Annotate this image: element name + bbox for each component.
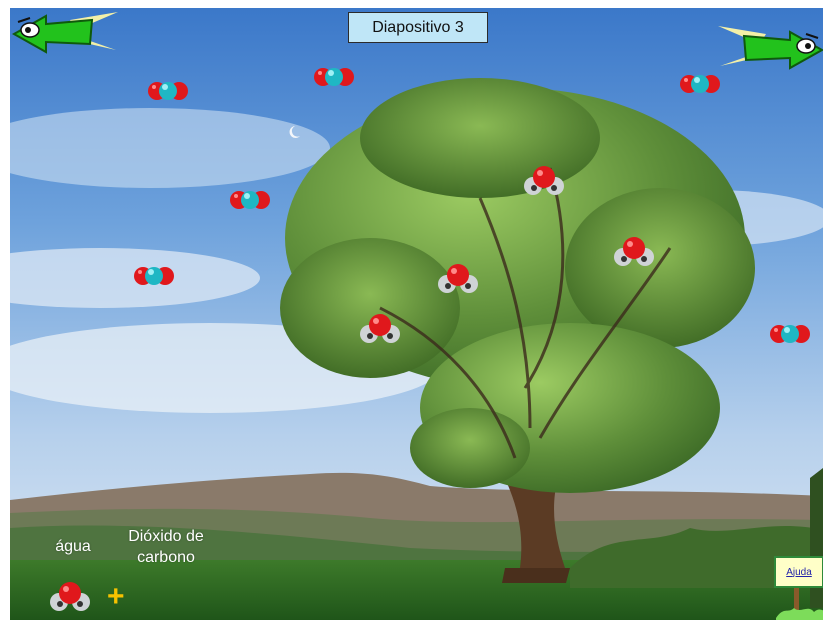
co2-molecule[interactable] [314,66,354,88]
plus-sign: + [107,580,125,613]
co2-label: Dióxido de carbono [118,526,214,568]
co2-molecule-icon [314,68,354,86]
co2-molecule[interactable] [148,80,188,102]
co2-molecule[interactable] [230,189,270,211]
water-molecule-icon [614,237,654,266]
co2-molecule-icon [148,82,188,100]
water-molecule-icon [360,314,400,343]
co2-molecule-icon [134,267,174,285]
co2-label-line2: carbono [137,549,195,566]
legend-water-molecule [50,582,90,611]
help-button[interactable]: Ajuda [774,556,823,620]
co2-molecule[interactable] [680,73,720,95]
water-molecule[interactable] [438,262,478,296]
water-molecule-icon [524,166,564,195]
co2-molecule-icon [230,191,270,209]
back-arrow-button[interactable] [10,10,122,56]
co2-molecule[interactable] [770,323,810,345]
co2-molecule-icon [680,75,720,93]
co2-molecule[interactable] [134,265,174,287]
forward-arrow-button[interactable] [714,24,823,74]
right-arrow-character-icon [718,26,823,70]
water-label: água [55,538,91,555]
slide-title: Diapositivo 3 [348,12,488,43]
water-molecule[interactable] [524,164,564,198]
help-sign-label[interactable]: Ajuda [774,556,823,588]
co2-label-line1: Dióxido de [128,528,204,545]
co2-molecule-icon [770,325,810,343]
left-arrow-character-icon [11,12,118,54]
water-molecule[interactable] [360,312,400,346]
landscape-background [10,8,823,620]
water-molecule-icon [50,582,90,611]
water-molecule-icon [438,264,478,293]
slide: Diapositivo 3 [10,8,823,620]
water-molecule[interactable] [614,235,654,269]
